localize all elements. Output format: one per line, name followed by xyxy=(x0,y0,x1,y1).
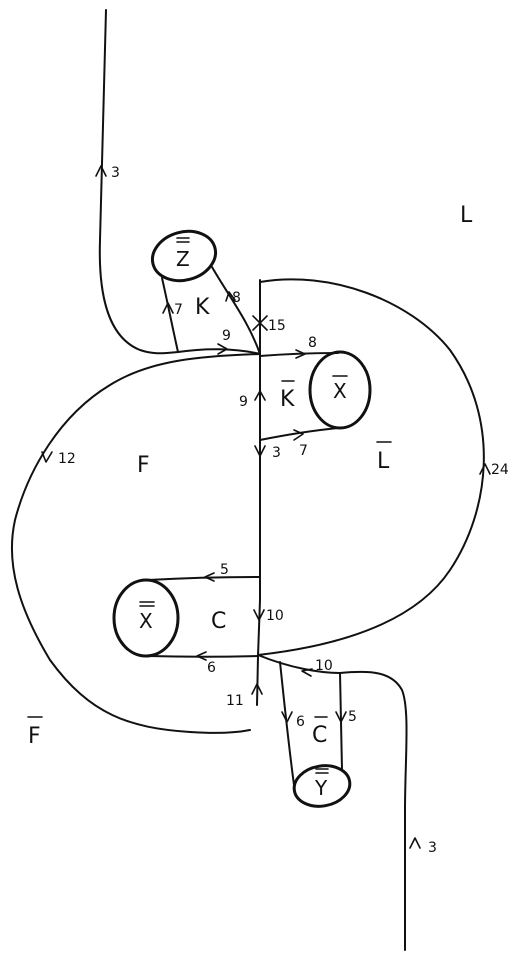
arrow-center-down xyxy=(254,445,266,457)
edge-label-bottom-tube-left: 6 xyxy=(296,714,305,730)
arrow-z-center xyxy=(217,343,228,355)
tube-z-right xyxy=(211,266,261,355)
tube-xx-top xyxy=(147,576,261,581)
arrow-lower-left xyxy=(251,683,263,695)
edge-label-bottom-strand: 3 xyxy=(428,840,437,856)
arrow-center-lower xyxy=(253,609,265,621)
edge-label-c-bottom: 6 xyxy=(207,660,216,676)
disk-label-Z: Z xyxy=(176,247,190,271)
edge-label-bottom-top: 10 xyxy=(315,658,333,674)
arrow-k-right xyxy=(225,291,236,302)
edge-label-c-top: 5 xyxy=(220,562,229,578)
arrow-c-bottom xyxy=(196,651,207,661)
region-label-L-bar: L xyxy=(377,449,390,474)
bottom-strand xyxy=(257,654,408,951)
edge-label-center-lower: 10 xyxy=(266,608,284,624)
region-label-K: K xyxy=(195,295,210,320)
disk-y-outline xyxy=(292,764,352,808)
big-left-loop xyxy=(10,353,261,734)
tube-y-left xyxy=(279,661,295,786)
arrow-bottom-tube-right xyxy=(335,711,347,723)
arrow-bottom-tube-left xyxy=(281,711,293,723)
edge-label-top-strand: 3 xyxy=(111,165,120,181)
tube-x-bottom xyxy=(259,427,339,441)
disk-label-X-double: X xyxy=(139,609,153,633)
edge-label-left-loop: 12 xyxy=(58,451,76,467)
arrow-top-arm xyxy=(295,349,306,359)
arrow-top-strand xyxy=(95,165,107,177)
big-right-loop xyxy=(257,278,485,656)
arrow-center-up xyxy=(254,390,266,401)
edge-label-z-center: 9 xyxy=(222,328,231,344)
disk-x-single-outline xyxy=(308,350,372,430)
z-to-center-edge xyxy=(177,348,261,355)
edge-label-center-down: 3 xyxy=(272,445,281,461)
arrow-left-loop xyxy=(41,451,53,463)
edge-label-right-loop: 24 xyxy=(491,462,509,478)
region-label-C: C xyxy=(211,609,226,634)
edge-label-upper-cross: 15 xyxy=(268,318,286,334)
disk-z-outline xyxy=(150,229,218,283)
region-label-K-bar: K xyxy=(280,387,295,412)
disk-label-X-single: X xyxy=(333,379,347,403)
edge-label-bottom-tube-right: 5 xyxy=(348,709,357,725)
region-label-F-bar: F xyxy=(28,724,41,749)
arrow-c-top xyxy=(204,572,215,582)
tube-xx-bottom xyxy=(147,655,259,658)
edge-label-top-arm: 8 xyxy=(308,335,317,351)
tube-z-left xyxy=(161,277,179,353)
region-label-C-bar: C xyxy=(312,723,327,748)
edge-label-center-up: 9 xyxy=(239,394,248,410)
arrow-right-loop xyxy=(479,463,491,475)
vertical-center-line xyxy=(256,279,261,706)
edge-label-k-right-tube: 8 xyxy=(232,290,241,306)
arrow-upper-cross xyxy=(252,315,268,331)
edge-label-bottom-arm: 7 xyxy=(299,443,308,459)
edge-label-k-left-tube: 7 xyxy=(174,302,183,318)
top-strand xyxy=(98,9,179,355)
region-label-F: F xyxy=(137,453,150,478)
region-label-L-outer: L xyxy=(460,203,473,228)
edge-label-lower-left: 11 xyxy=(226,693,244,709)
disk-x-double-outline xyxy=(112,578,180,658)
arrow-bottom-arm xyxy=(293,429,304,441)
arrow-k-left xyxy=(162,302,174,314)
disk-label-Y: Y xyxy=(314,776,328,800)
arrow-bottom-strand xyxy=(409,837,421,849)
arrow-bottom-top xyxy=(301,668,313,677)
